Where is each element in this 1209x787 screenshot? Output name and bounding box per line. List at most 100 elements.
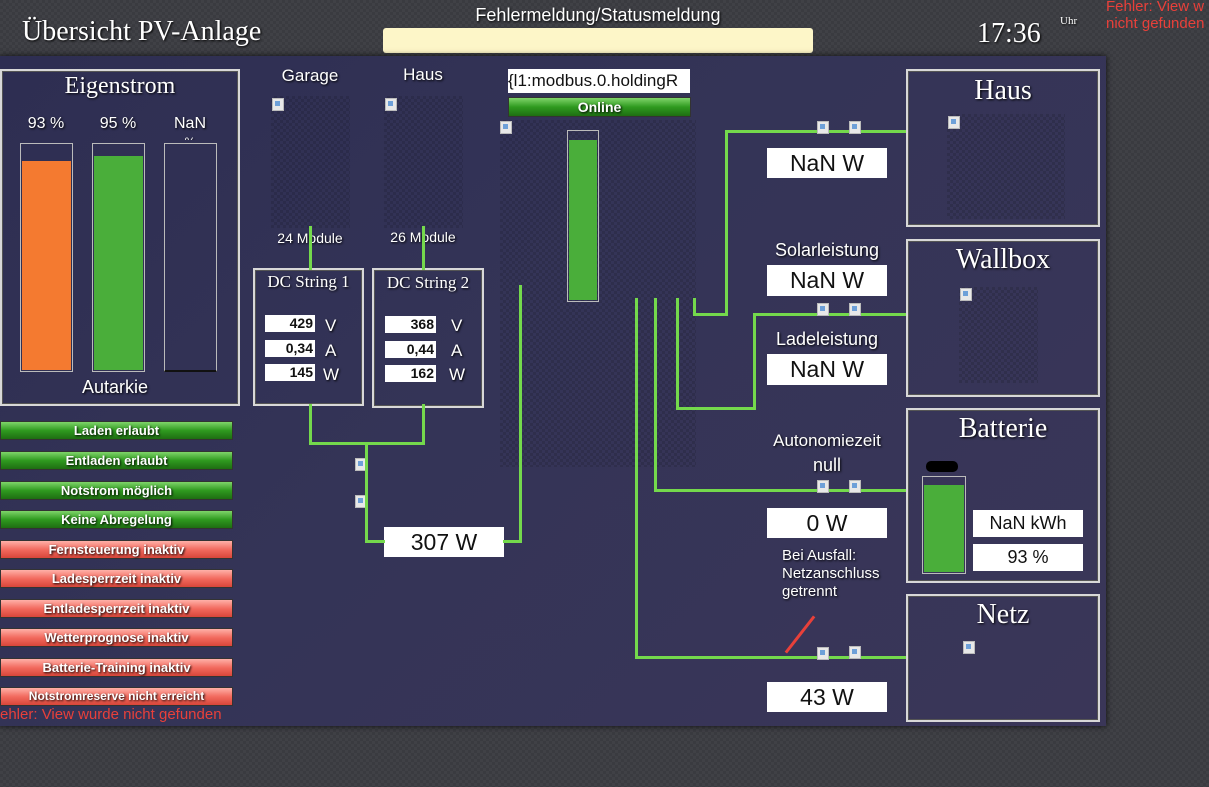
dc-string2-current: 0,44 [385,341,436,358]
flow-line [422,404,425,445]
eigenverbrauch-bar-fill [94,156,143,370]
flow-line [753,313,907,316]
flow-line [693,298,696,316]
wallbox-box: Wallbox [906,239,1100,397]
ausfall-text: Bei Ausfall: Netzanschluss getrennt [782,547,880,600]
dc-string2-current-unit: A [451,341,463,360]
dc-string1-current-unit: A [325,341,337,360]
wallbox-image-icon [960,288,974,302]
dc-string1-box: DC String 1 429 V 0,34 A 145 W [253,268,364,406]
lade-label: Ladeleistung [775,329,879,349]
inverter-image-icon [500,121,514,135]
haus-image [947,114,1065,219]
dc-string2-voltage: 368 [385,316,436,333]
inverter-bar-fill [569,140,597,300]
grid-flow-arrow-2 [849,646,863,660]
dc-string2-power: 162 [385,365,436,382]
flow-line [503,540,522,543]
status-notstromreserve[interactable]: Notstromreserve nicht erreicht [0,687,233,706]
dc-string1-title: DC String 1 [267,272,350,291]
status-label: Fehlermeldung/Statusmeldung [475,5,721,25]
wallbox-flow-arrow-1 [817,303,831,317]
status-entladesperrzeit[interactable]: Entladesperrzeit inaktiv [0,599,233,618]
third-bar [164,143,217,372]
flow-line [725,130,907,133]
grid-flow-arrow-1 [817,647,831,661]
error-message-bottom: ehler: View wurde nicht gefunden [0,706,222,723]
pv-panel-haus [384,96,463,228]
flow-line [365,540,385,543]
inverter-binding-field[interactable]: {l1:modbus.0.holdingR [508,69,690,93]
batterie-title: Batterie [958,413,1048,444]
flow-line [635,656,907,659]
dc-string1-voltage: 429 [265,315,315,332]
lade-power: NaN W [767,354,887,385]
status-ladesperrzeit[interactable]: Ladesperrzeit inaktiv [0,569,233,588]
flow-line [309,404,312,445]
status-message-field [383,28,813,53]
autonomie-value: null [812,455,842,475]
haus-title: Haus [974,75,1032,106]
dc-string2-box: DC String 2 368 V 0,44 A 162 W [372,268,484,408]
eigenverbrauch-bar-label: 95 % [99,115,137,132]
dc-string1-voltage-unit: V [325,316,337,335]
third-bar-sublabel: % [160,133,220,140]
batterie-box: Batterie NaN kWh 93 % [906,408,1100,583]
dc-string1-current: 0,34 [265,340,315,357]
haus-image-icon [948,116,962,130]
battery-flow-arrow-1 [817,480,831,494]
string2-location: Haus [403,65,443,84]
haus-flow-arrow-2 [849,121,863,135]
solar-label: Solarleistung [774,240,880,260]
page-title: Übersicht PV-Anlage [22,16,262,47]
flow-line [725,130,728,316]
status-notstrom-moeglich[interactable]: Notstrom möglich [0,481,233,500]
error-message-top: Fehler: View w nicht gefunden [1106,0,1205,32]
eigenverbrauch-bar [92,143,145,372]
clock-time: 17:36 [977,18,1041,49]
flow-line [753,313,756,410]
status-entladen-erlaubt[interactable]: Entladen erlaubt [0,451,233,470]
dc-string2-voltage-unit: V [451,316,463,335]
pv-panel-haus-icon [385,98,399,112]
flow-line [635,298,638,659]
flow-line [676,298,679,410]
wallbox-image [959,287,1038,383]
dc-total-power: 307 W [384,527,504,557]
status-fernsteuerung[interactable]: Fernsteuerung inaktiv [0,540,233,559]
flow-line [676,407,756,410]
clock-unit: Uhr [1060,15,1078,27]
status-keine-abregelung[interactable]: Keine Abregelung [0,510,233,529]
flow-line [422,226,425,270]
eigenstrom-footer: Autarkie [81,377,149,397]
status-batterie-training[interactable]: Batterie-Training inaktiv [0,658,233,677]
batterie-soc: 93 % [973,544,1083,571]
netz-title: Netz [976,599,1030,630]
dc-string1-power: 145 [265,364,315,381]
battery-power: 0 W [767,508,887,538]
haus-flow-arrow-1 [817,121,831,135]
battery-cap [926,461,958,472]
eigenstrom-title: Eigenstrom [64,73,176,99]
autonomie-label: Autonomiezeit [773,431,881,450]
pv-panel-garage [271,96,350,228]
haus-power: NaN W [767,148,887,178]
inverter-state-button[interactable]: Online [508,97,691,117]
inverter-bar [567,130,599,302]
dc-string2-title: DC String 2 [386,273,470,292]
flow-line [309,226,312,270]
eigenstrom-box: Eigenstrom 93 % 95 % NaN % Autarkie [0,69,240,406]
netz-image-icon [963,641,977,655]
battery-bar [922,476,966,574]
dc-string2-power-unit: W [449,365,466,384]
third-bar-label: NaN [173,115,206,132]
wallbox-flow-arrow-2 [849,303,863,317]
string1-location: Garage [281,66,339,85]
autarkie-bar-fill [22,161,71,370]
battery-flow-arrow-2 [849,480,863,494]
solar-power: NaN W [767,265,887,296]
status-wetterprognose[interactable]: Wetterprognose inaktiv [0,628,233,647]
battery-bar-fill [924,485,964,572]
wallbox-title: Wallbox [955,244,1051,275]
status-laden-erlaubt[interactable]: Laden erlaubt [0,421,233,440]
